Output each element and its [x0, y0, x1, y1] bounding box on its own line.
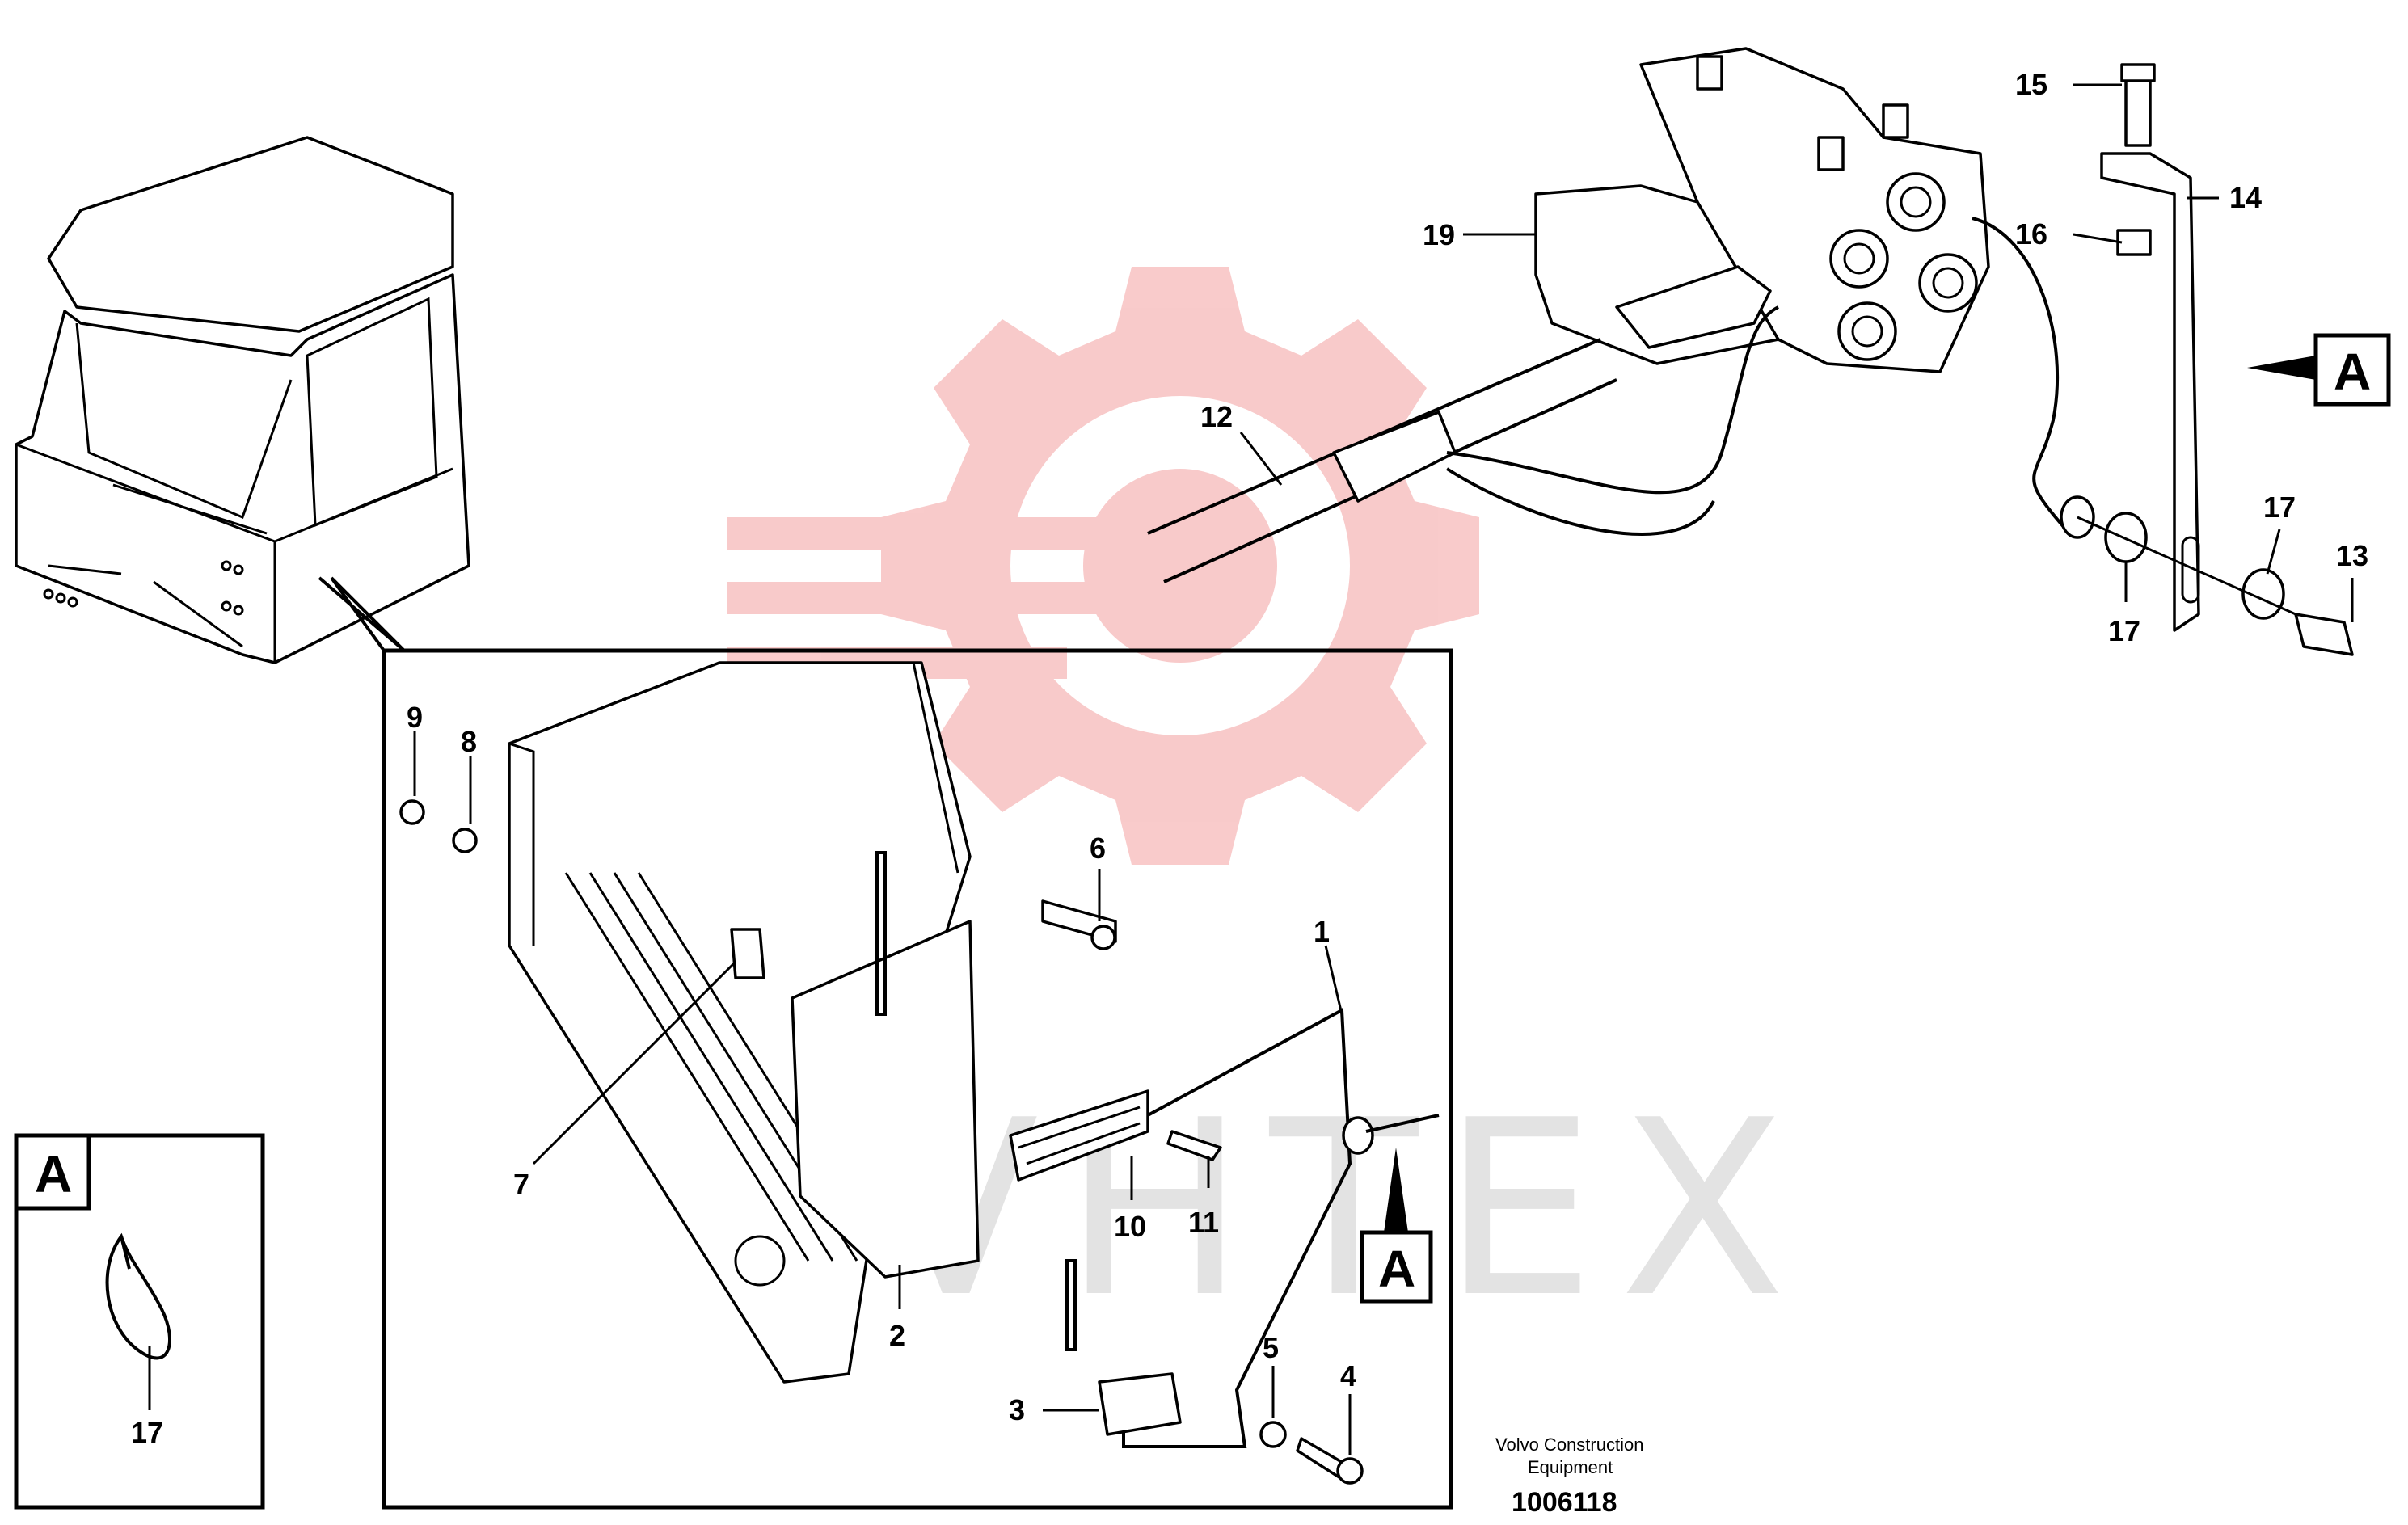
view-a-arrow-top	[2247, 356, 2316, 380]
callout-8: 8	[461, 725, 477, 758]
callout-10: 10	[1114, 1210, 1146, 1243]
callout-1: 1	[1314, 915, 1330, 948]
callout-16: 16	[2015, 217, 2047, 251]
callout-3: 3	[1009, 1393, 1025, 1426]
view-a-marker-top-letter: A	[2334, 343, 2371, 401]
view-a-frame	[14, 1133, 265, 1510]
fastener-parts	[399, 799, 1440, 1485]
caption-line-1: Volvo Construction	[1495, 1434, 1643, 1455]
view-a-marker-inset-letter: A	[1378, 1240, 1415, 1298]
callout-19: 19	[1423, 218, 1455, 251]
callout-17a: 17	[2263, 491, 2296, 524]
callout-9: 9	[407, 701, 423, 734]
caption-line-2: Equipment	[1528, 1457, 1613, 1477]
doc-number: 1006118	[1512, 1487, 1617, 1518]
callout-5: 5	[1263, 1331, 1279, 1364]
control-valve-illustration	[1534, 47, 1990, 373]
callout-6: 6	[1090, 832, 1106, 865]
callout-4: 4	[1340, 1359, 1356, 1392]
view-a-arrow-inset	[1384, 1148, 1408, 1232]
relay-illustration	[875, 851, 1182, 1436]
detail-frame	[382, 648, 1453, 1510]
bracket-illustration	[2060, 63, 2354, 656]
view-a-tag	[14, 1133, 91, 1211]
callout-12: 12	[1200, 400, 1233, 433]
callout-14: 14	[2229, 181, 2262, 214]
view-a-marker-inset	[1360, 1230, 1433, 1304]
cab-illustration	[15, 136, 470, 664]
detail-pointer	[330, 576, 406, 652]
callout-13: 13	[2336, 539, 2368, 572]
view-a-tag-letter: A	[35, 1145, 72, 1203]
callout-15: 15	[2015, 68, 2047, 101]
cable-tie-part	[105, 1232, 171, 1360]
callout-17b: 17	[2108, 614, 2140, 647]
callout-11: 11	[1188, 1206, 1219, 1239]
callout-18: 17	[131, 1416, 163, 1449]
watermark-text: VHTEX	[873, 1068, 1810, 1350]
harness-illustration	[1147, 217, 2071, 583]
callout-2: 2	[889, 1319, 905, 1352]
panel-illustration	[508, 661, 980, 1384]
callout-7: 7	[513, 1168, 529, 1201]
